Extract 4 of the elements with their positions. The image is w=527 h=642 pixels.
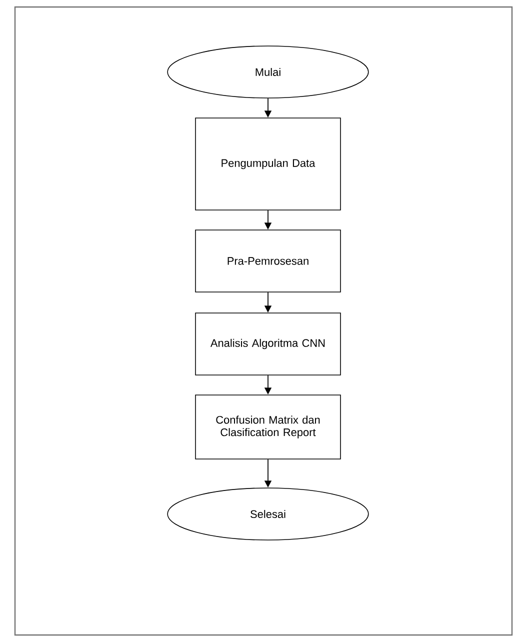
process-box: Pra-Pemrosesan <box>195 230 341 292</box>
process-box: Pengumpulan Data <box>195 118 341 210</box>
process-box: Analisis Algoritma CNN <box>195 312 341 376</box>
process-box: Confusion Matrix dan Clasification Report <box>195 394 341 460</box>
